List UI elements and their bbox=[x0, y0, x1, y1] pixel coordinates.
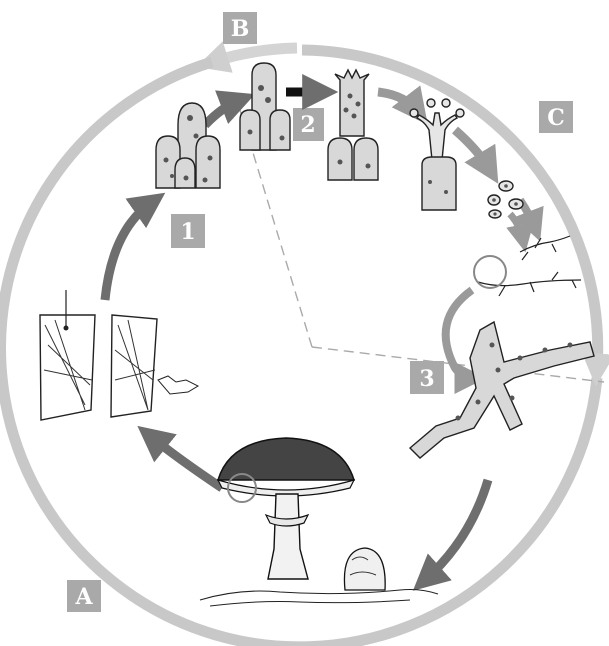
label-b-text: B bbox=[231, 16, 250, 42]
mature-basidium-illustration bbox=[410, 99, 464, 210]
germinating-hyphae-illustration bbox=[474, 236, 581, 296]
label-step-3-text: 3 bbox=[419, 366, 434, 392]
arrow-mushroom-to-gills bbox=[150, 436, 222, 488]
basidium-illustration bbox=[240, 63, 290, 150]
basidium-sterigmata-illustration bbox=[328, 70, 378, 180]
mushroom-illustration bbox=[200, 438, 438, 606]
label-a-text: A bbox=[74, 584, 93, 610]
label-c-text: C bbox=[547, 105, 565, 131]
gill-section-illustration bbox=[40, 290, 198, 420]
label-step-1: 1 bbox=[171, 214, 205, 248]
label-step-3: 3 bbox=[410, 361, 444, 394]
label-step-2-text: 2 bbox=[300, 112, 315, 138]
label-a: A bbox=[67, 580, 101, 612]
arrow-mycelium-to-mushroom bbox=[425, 480, 488, 580]
arrow-gills-to-basidia bbox=[105, 202, 152, 300]
label-step-1-text: 1 bbox=[180, 219, 195, 245]
arrow-basidia-to-basidium bbox=[205, 100, 240, 125]
arrow-spores-release bbox=[455, 130, 490, 170]
label-b: B bbox=[223, 12, 257, 44]
spores-illustration bbox=[488, 181, 523, 218]
arrow-spores-to-germ bbox=[510, 214, 523, 240]
label-step-2: 2 bbox=[293, 108, 324, 141]
label-c: C bbox=[539, 101, 573, 133]
